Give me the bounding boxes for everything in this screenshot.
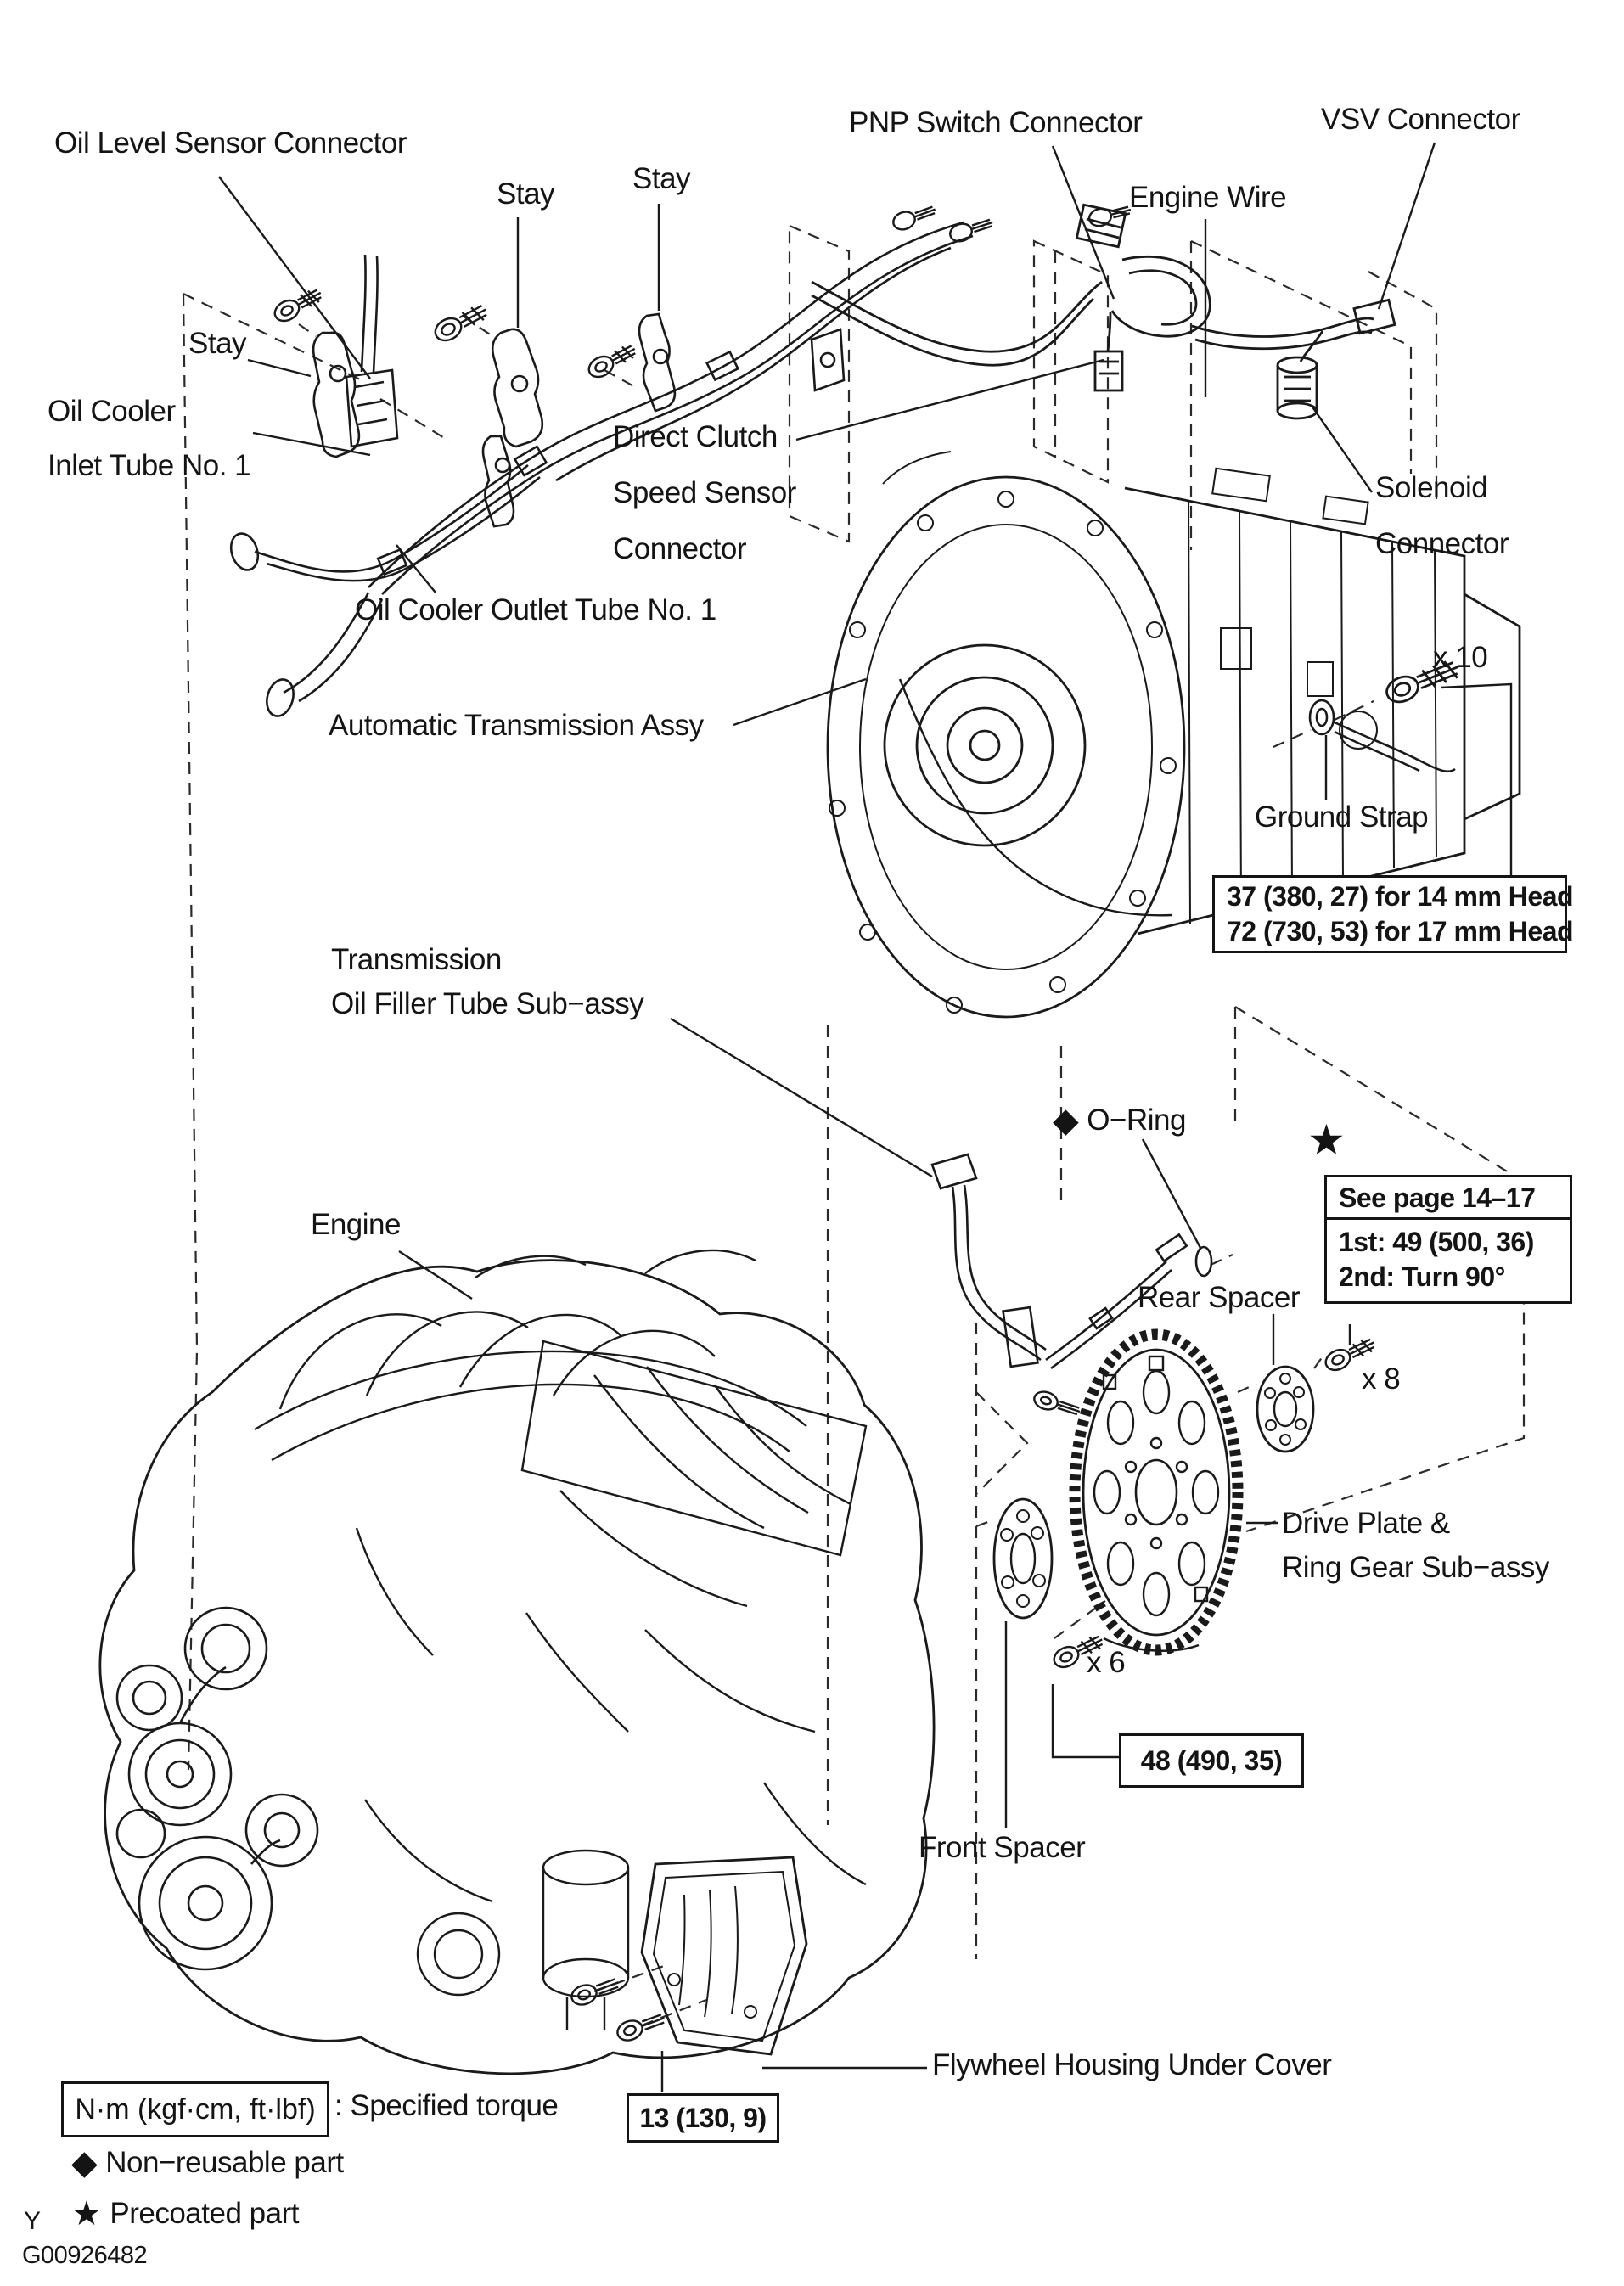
under-cover-torque-box: 13 (130, 9) (627, 2093, 779, 2143)
label-oil-cooler-outlet: Oil Cooler Outlet Tube No. 1 (355, 593, 716, 626)
label-oil-cooler-line2: Inlet Tube No. 1 (48, 449, 251, 482)
flywheel-housing-under-cover-drawing (640, 1856, 808, 2056)
label-stay-left: Stay (188, 327, 247, 360)
torque-step-1: 1st: 49 (500, 36) (1339, 1227, 1534, 1257)
label-engine-wire: Engine Wire (1129, 181, 1287, 214)
label-count-x10: x 10 (1433, 641, 1488, 674)
label-direct-clutch-line1: Direct Clutch (613, 420, 778, 453)
diamond-icon: ◆ (1053, 1102, 1079, 1139)
label-rear-spacer: Rear Spacer (1138, 1281, 1300, 1314)
label-direct-clutch-line2: Speed Sensor (613, 476, 796, 509)
page-marker: Y (24, 2207, 41, 2235)
label-drive-plate-line1: Drive Plate & (1282, 1507, 1450, 1540)
label-count-x6: x 6 (1087, 1646, 1126, 1679)
label-ground-strap: Ground Strap (1255, 800, 1429, 834)
torque-line-14mm: 37 (380, 27) for 14 mm Head (1227, 881, 1574, 912)
see-page-header: See page 14–17 (1327, 1177, 1570, 1220)
oil-cooler-tubes-drawing (229, 221, 974, 717)
o-ring-drawing (1194, 1245, 1213, 1278)
bolt-head-torque-box: 37 (380, 27) for 14 mm Head 72 (730, 53)… (1212, 875, 1574, 953)
torque-line-17mm: 72 (730, 53) for 17 mm Head (1227, 916, 1574, 946)
star-icon: ★ (1307, 1116, 1346, 1164)
engine-wire-harness-drawing (811, 203, 1396, 420)
legend-precoated: ★Precoated part (71, 2195, 299, 2233)
engine-drawing (98, 1249, 936, 2075)
label-vsv-connector: VSV Connector (1321, 103, 1520, 136)
label-pnp-switch-connector: PNP Switch Connector (849, 106, 1143, 139)
ground-strap-drawing (1308, 699, 1456, 773)
label-direct-clutch-line3: Connector (613, 532, 746, 565)
torque-step-2: 2nd: Turn 90° (1339, 1261, 1505, 1292)
label-oil-level-sensor-connector: Oil Level Sensor Connector (54, 126, 407, 160)
label-flywheel-housing-under-cover: Flywheel Housing Under Cover (932, 2048, 1332, 2081)
figure-code: G00926482 (22, 2242, 148, 2269)
torque-unit-box: N·m (kgf·cm, ft·lbf) (61, 2081, 329, 2137)
label-transmission-line1: Transmission (331, 943, 502, 976)
stay-brackets-drawing (312, 312, 846, 528)
label-solenoid-connector-line2: Connector (1375, 527, 1509, 560)
rear-spacer-drawing (1256, 1365, 1315, 1453)
drive-plate-torque-box: 48 (490, 35) (1119, 1733, 1304, 1788)
label-oil-cooler-line1: Oil Cooler (48, 395, 176, 428)
legend-non-reusable: ◆Non−reusable part (71, 2144, 344, 2182)
label-engine: Engine (311, 1208, 401, 1241)
legend-specified-torque: : Specified torque (334, 2089, 559, 2122)
label-stay-top-1: Stay (497, 177, 555, 211)
oil-filler-tube-drawing (930, 1153, 1188, 1370)
diamond-icon: ◆ (71, 2144, 98, 2182)
label-stay-top-2: Stay (632, 162, 691, 195)
bolt-icons (273, 205, 1459, 2042)
label-o-ring: ◆O−Ring (1053, 1102, 1186, 1139)
label-transmission-line2: Oil Filler Tube Sub−assy (331, 987, 644, 1020)
label-drive-plate-line2: Ring Gear Sub−assy (1282, 1551, 1549, 1584)
oil-level-sensor-connector-drawing (345, 254, 399, 448)
drive-plate-ring-gear-drawing (1069, 1328, 1244, 1656)
front-spacer-drawing (992, 1497, 1054, 1620)
label-count-x8: x 8 (1362, 1362, 1401, 1396)
label-automatic-transmission-assy: Automatic Transmission Assy (329, 709, 704, 742)
star-icon: ★ (71, 2195, 102, 2233)
precoated-bolt-spec-box: See page 14–17 1st: 49 (500, 36) 2nd: Tu… (1324, 1175, 1572, 1304)
label-solenoid-connector-line1: Solenoid (1375, 471, 1488, 504)
label-front-spacer: Front Spacer (919, 1831, 1086, 1864)
